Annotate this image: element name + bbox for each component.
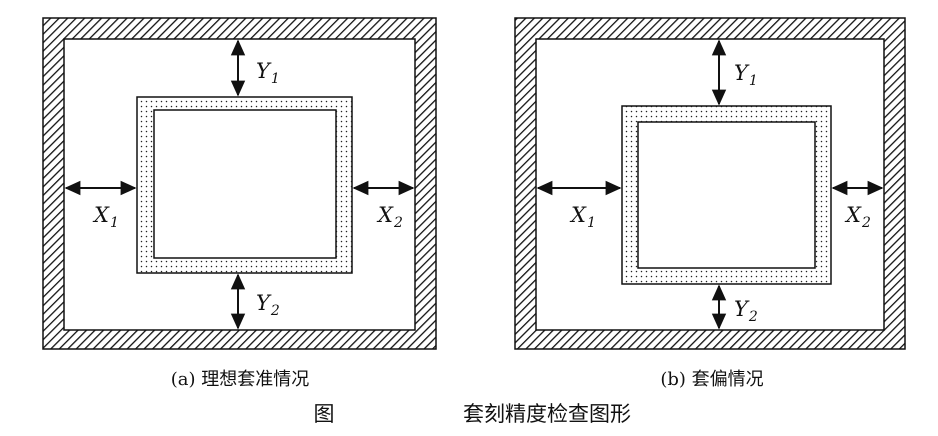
label-y2-b: Y2 <box>734 297 758 325</box>
outer-frame-a <box>42 17 437 350</box>
outer-frame-b <box>514 17 906 350</box>
label-x1-a: X1 <box>92 203 119 231</box>
figure-label: 图 <box>314 402 335 426</box>
label-y2-a: Y2 <box>256 291 280 319</box>
figure-title: 套刻精度检查图形 <box>463 402 631 426</box>
inner-box-b <box>621 105 832 285</box>
label-x1-b: X1 <box>569 203 596 231</box>
label-x2-a: X2 <box>376 203 403 231</box>
caption-a: (a) 理想套准情况 <box>171 369 310 390</box>
label-y1-b: Y1 <box>734 61 758 89</box>
diagram-a: Y1 Y2 X1 X2 (a) 理想套准情况 <box>42 17 437 390</box>
caption-b: (b) 套偏情况 <box>660 369 763 390</box>
label-y1-a: Y1 <box>256 59 280 87</box>
inner-box-a <box>136 96 353 274</box>
label-x2-b: X2 <box>844 203 871 231</box>
diagram-b: Y1 Y2 X1 X2 (b) 套偏情况 <box>514 17 906 390</box>
